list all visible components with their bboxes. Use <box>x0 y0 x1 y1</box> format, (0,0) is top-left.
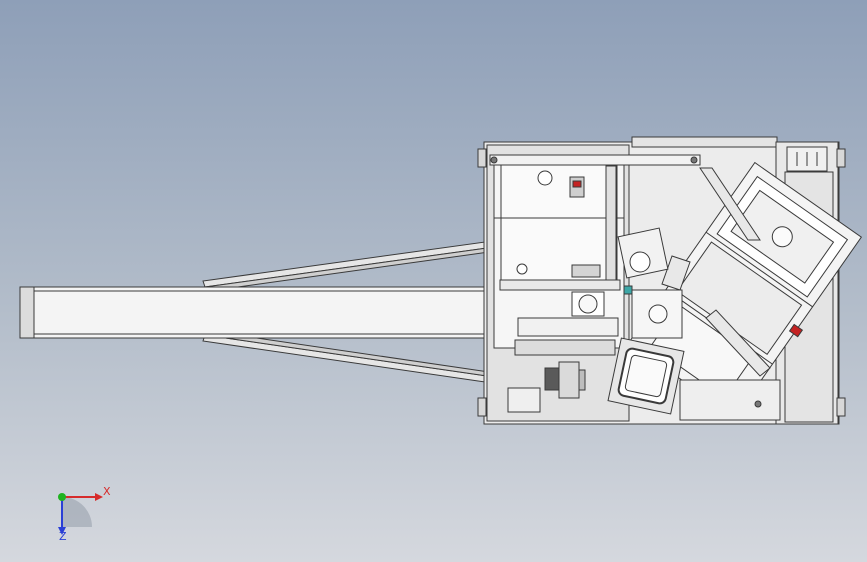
x-axis-label: X <box>103 485 111 498</box>
z-axis-label: Z <box>59 530 67 543</box>
inspection-window <box>607 337 685 415</box>
rotated-station <box>627 161 863 419</box>
conveyor-beam <box>19 286 501 339</box>
center-plates <box>617 227 683 339</box>
side-panel <box>679 379 781 421</box>
motor-unit <box>507 361 586 413</box>
support-strut-upper <box>202 241 490 292</box>
inner-cabinet <box>493 157 625 356</box>
y-axis-dot <box>58 493 66 501</box>
x-axis-arrow <box>95 493 103 501</box>
coordinate-triad <box>58 493 103 535</box>
angled-arms <box>661 167 771 377</box>
top-rail <box>489 154 701 166</box>
z-axis-arrow <box>58 527 66 535</box>
support-strut-lower <box>202 330 490 383</box>
